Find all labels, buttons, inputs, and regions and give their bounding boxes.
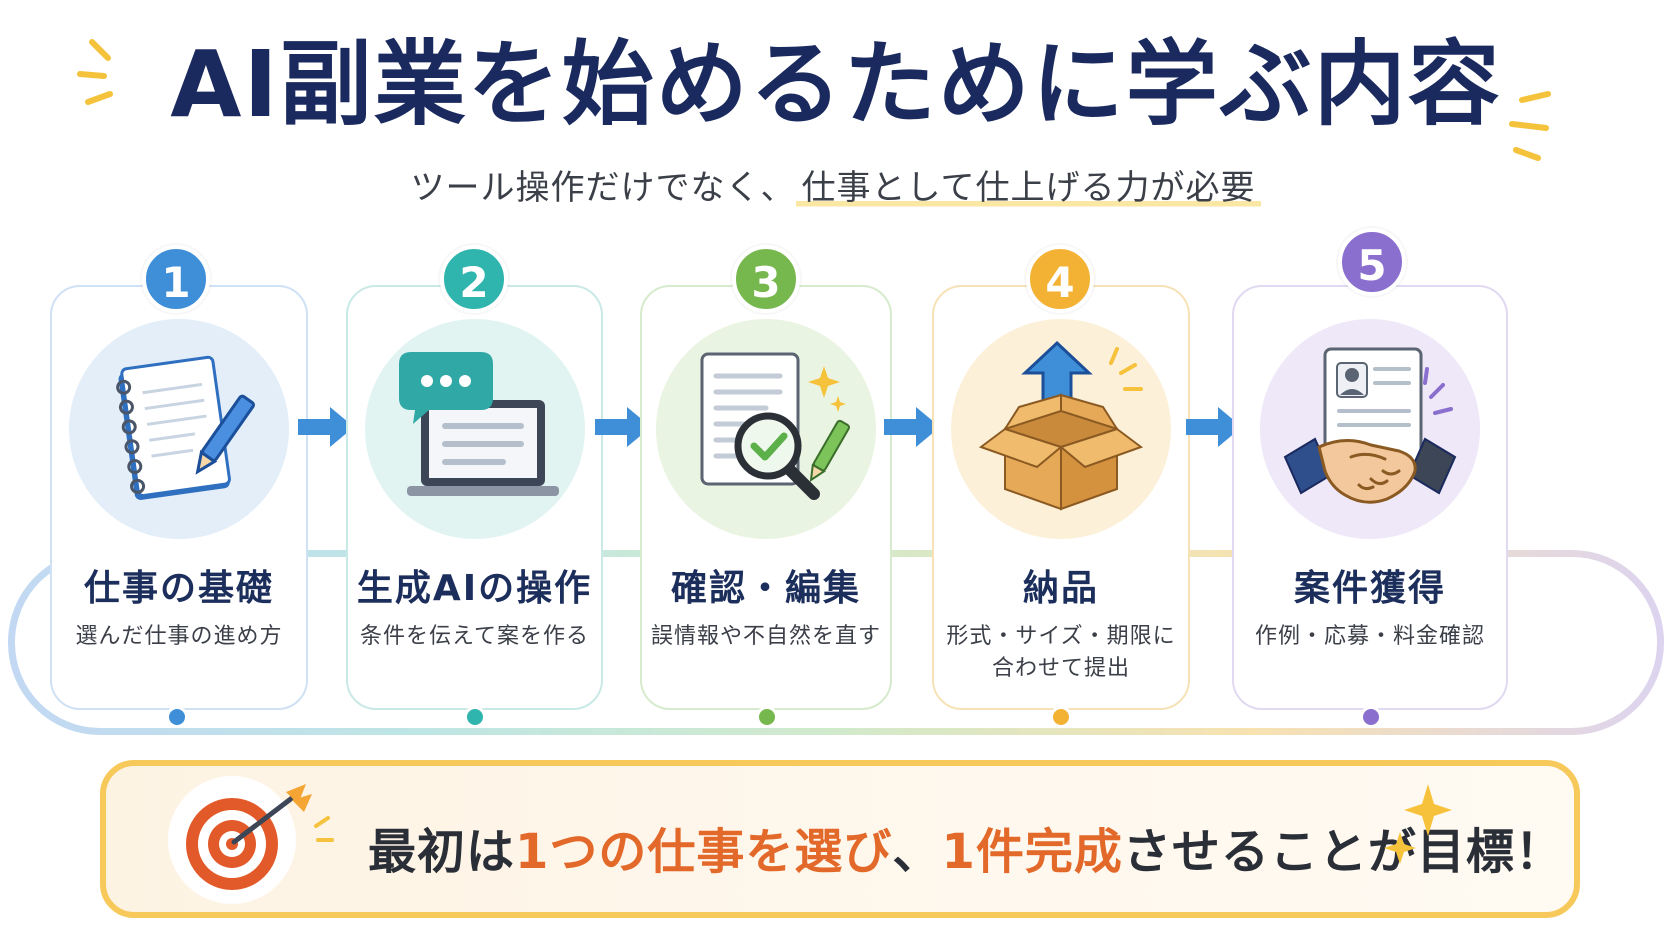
box-upload-icon <box>978 340 1144 511</box>
target-arrow-icon <box>186 784 334 890</box>
page-title: AI副業を始めるために学ぶ内容 <box>170 31 1502 138</box>
step-4-illustration <box>951 319 1171 539</box>
goal-text: 最初は1つの仕事を選び、1件完成させることが目標！ <box>368 812 1564 882</box>
step-3-illustration <box>656 319 876 539</box>
arrow-right-icon <box>1186 407 1242 447</box>
step-1-title: 仕事の基礎 <box>83 568 274 609</box>
step-card-4: 納品 形式・サイズ・期限に 合わせて提出 <box>932 285 1190 710</box>
subtitle-plain: ツール操作だけでなく、 <box>410 168 796 208</box>
step-card-3: 確認・編集 誤情報や不自然を直す <box>640 285 892 710</box>
step-4-number-badge: 4 <box>1026 245 1094 313</box>
goal-text-part: 、 <box>892 824 942 880</box>
notebook-pen-icon <box>116 355 255 500</box>
step-5-number-badge: 5 <box>1338 228 1406 296</box>
step-2-number-badge: 2 <box>440 245 508 313</box>
goal-text-part: させることが目標！ <box>1122 824 1564 880</box>
step-card-2: 生成AIの操作 条件を伝えて案を作る <box>346 285 603 710</box>
arrow-right-icon <box>298 407 354 447</box>
title-right-sparkle-icon <box>1509 91 1551 161</box>
goal-banner: 最初は1つの仕事を選び、1件完成させることが目標！ <box>100 760 1580 918</box>
sparkle-icon <box>1384 784 1452 864</box>
step-5-desc: 作例・応募・料金確認 <box>1254 624 1485 649</box>
step-5-illustration <box>1260 319 1480 539</box>
laptop-chat-icon <box>398 352 559 496</box>
goal-text-accent: 1件完成 <box>941 824 1123 880</box>
step-3-dot <box>756 706 778 728</box>
step-card-1: 仕事の基礎 選んだ仕事の進め方 <box>50 285 308 710</box>
step-2-dot <box>464 706 486 728</box>
step-4-dot <box>1050 706 1072 728</box>
arrow-right-icon <box>595 407 651 447</box>
title-left-sparkle-icon <box>77 39 113 105</box>
goal-icon-circle <box>168 776 334 904</box>
step-2-illustration <box>364 319 585 539</box>
step-1-desc: 選んだ仕事の進め方 <box>75 624 283 649</box>
step-1-number-badge: 1 <box>142 245 210 313</box>
step-4-title: 納品 <box>1022 568 1099 609</box>
step-card-5: 案件獲得 作例・応募・料金確認 <box>1232 285 1508 710</box>
step-2-title: 生成AIの操作 <box>356 568 593 609</box>
resume-handshake-icon <box>1283 347 1457 504</box>
step-5-dot <box>1360 706 1382 728</box>
step-5-title: 案件獲得 <box>1293 568 1446 609</box>
step-3-desc: 誤情報や不自然を直す <box>650 624 881 649</box>
step-1-dot <box>166 706 188 728</box>
step-3-number-badge: 3 <box>732 245 800 313</box>
step-4-desc: 形式・サイズ・期限に 合わせて提出 <box>946 624 1176 681</box>
subtitle-highlight: 仕事として仕上げる力が必要 <box>795 168 1262 208</box>
step-2-desc: 条件を伝えて案を作る <box>360 624 589 649</box>
arrow-right-icon <box>884 407 940 447</box>
goal-text-accent: 1つの仕事を選び <box>515 824 893 880</box>
step-3-title: 確認・編集 <box>670 568 861 609</box>
document-magnifier-check-icon <box>700 352 850 500</box>
goal-text-part: 最初は <box>368 824 516 880</box>
step-1-illustration <box>69 319 289 539</box>
subtitle: ツール操作だけでなく、仕事として仕上げる力が必要 <box>0 160 1672 209</box>
